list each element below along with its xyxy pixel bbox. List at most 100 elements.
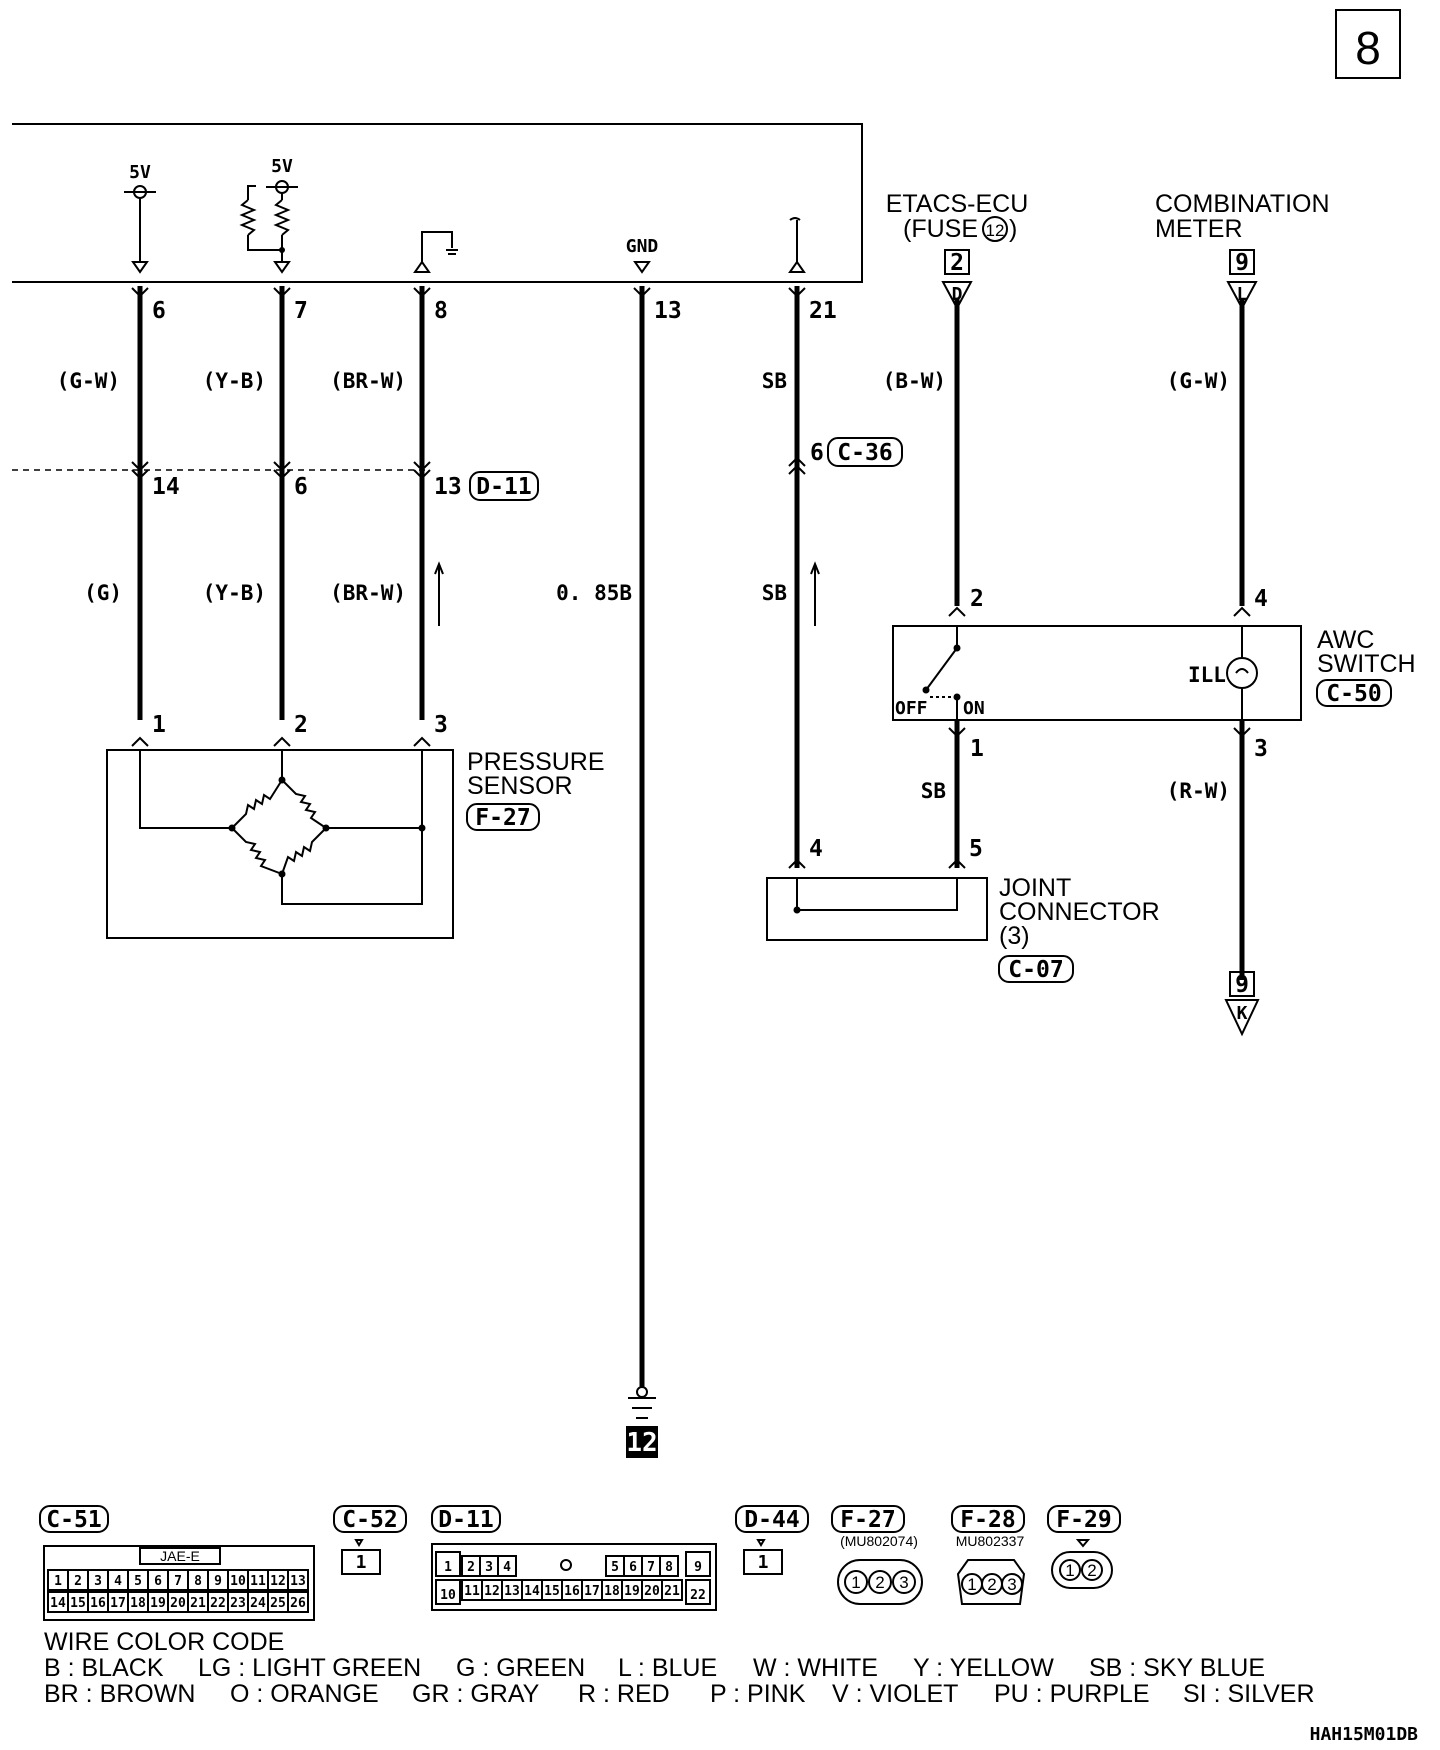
d11-cell bbox=[659, 1555, 679, 1577]
d11-pin-number: 8 bbox=[665, 1560, 673, 1575]
svg-text:OFF: OFF bbox=[895, 698, 928, 719]
c51-pin-number: 23 bbox=[230, 1596, 246, 1611]
d11-pin-number: 11 bbox=[464, 1584, 480, 1599]
c51-pin-number: 19 bbox=[150, 1596, 166, 1611]
svg-text:9: 9 bbox=[1235, 972, 1249, 998]
c51-pin-number: 2 bbox=[74, 1574, 82, 1589]
c51-pin-number: 13 bbox=[290, 1574, 306, 1589]
d11-pin-number: 16 bbox=[564, 1584, 580, 1599]
d11-cell bbox=[661, 1579, 683, 1601]
svg-text:BR : BROWN: BR : BROWN bbox=[44, 1680, 195, 1708]
d11-cell bbox=[435, 1579, 461, 1605]
chassis-ground-symbol bbox=[413, 231, 458, 273]
svg-text:B : BLACK: B : BLACK bbox=[44, 1654, 164, 1682]
d11-cell bbox=[685, 1579, 711, 1605]
svg-text:4: 4 bbox=[1254, 586, 1268, 612]
wire-color-br-w: (BR-W) bbox=[330, 369, 406, 393]
svg-text:5V: 5V bbox=[129, 162, 151, 183]
c51-pin-number: 20 bbox=[170, 1596, 186, 1611]
d11-cell bbox=[435, 1551, 461, 1577]
pin-3: 3 bbox=[434, 712, 448, 738]
f29-pin bbox=[1081, 1559, 1103, 1581]
svg-text:F-27: F-27 bbox=[840, 1507, 895, 1533]
svg-text:(B-W): (B-W) bbox=[883, 369, 946, 393]
c51-pin-number: 26 bbox=[290, 1596, 306, 1611]
d11-pin-number: 15 bbox=[544, 1584, 560, 1599]
svg-text:C-50: C-50 bbox=[1326, 681, 1381, 707]
svg-text:12: 12 bbox=[626, 1428, 657, 1458]
svg-text:SB : SKY BLUE: SB : SKY BLUE bbox=[1089, 1654, 1265, 1682]
svg-text:3: 3 bbox=[1254, 736, 1268, 762]
awc-switch: OFF ON ILL AWC SWITCH C-50 1 3 SB (R-W) bbox=[892, 625, 1416, 803]
pin-1: 1 bbox=[152, 712, 166, 738]
d11-pin-number: 4 bbox=[503, 1560, 511, 1575]
c51-pin-number: 24 bbox=[250, 1596, 266, 1611]
svg-text:PRESSURE: PRESSURE bbox=[467, 748, 605, 776]
c51-pin-number: 1 bbox=[54, 1574, 62, 1589]
page-number: 8 bbox=[1335, 9, 1401, 79]
svg-text:5: 5 bbox=[969, 836, 983, 862]
wire-lines bbox=[137, 286, 1245, 1388]
c51-cell bbox=[287, 1569, 309, 1591]
wire-color-085b: 0. 85B bbox=[556, 581, 632, 605]
svg-text:9: 9 bbox=[1235, 250, 1249, 276]
d11-pin-number: 5 bbox=[611, 1560, 619, 1575]
c51-pin-number: 21 bbox=[190, 1596, 206, 1611]
svg-text:METER: METER bbox=[1155, 215, 1243, 243]
gnd-terminal: GND bbox=[626, 236, 658, 274]
connector-c-52: C-52 1 bbox=[333, 1505, 407, 1575]
5v-source-a: 5V bbox=[124, 162, 156, 274]
f27-pin bbox=[868, 1570, 892, 1594]
c51-pin-number: 9 bbox=[214, 1574, 222, 1589]
svg-text:ILL: ILL bbox=[1188, 663, 1226, 687]
pin-21: 21 bbox=[809, 298, 837, 324]
svg-text:5V: 5V bbox=[271, 156, 293, 177]
svg-text:ON: ON bbox=[963, 698, 985, 719]
f28-pin bbox=[1001, 1573, 1023, 1595]
reference-k: 9 K bbox=[1224, 971, 1260, 1037]
etacs-ecu-source: ETACS-ECU (FUSE 12 ) 2 D (B-W) 2 bbox=[883, 190, 1029, 612]
svg-text:AWC: AWC bbox=[1317, 626, 1374, 654]
f29-pin-number: 1 bbox=[1065, 1561, 1074, 1580]
c51-pin-number: 12 bbox=[270, 1574, 286, 1589]
svg-text:PU : PURPLE: PU : PURPLE bbox=[994, 1680, 1150, 1708]
svg-text:C-52: C-52 bbox=[342, 1507, 397, 1533]
joint-connector: 4 5 JOINT CONNECTOR (3) C-07 bbox=[766, 836, 1160, 983]
connector-ticks bbox=[131, 287, 1251, 869]
pin-2: 2 bbox=[294, 712, 308, 738]
c51-pin-number: 17 bbox=[110, 1596, 126, 1611]
connector-d-11-label: D-11 bbox=[469, 471, 539, 501]
connector-d-44: D-44 1 bbox=[735, 1505, 809, 1575]
wire-color-g-w: (G-W) bbox=[57, 369, 120, 393]
svg-text:WIRE COLOR CODE: WIRE COLOR CODE bbox=[44, 1628, 284, 1656]
c51-cell bbox=[287, 1591, 309, 1613]
d11-pin-number: 3 bbox=[485, 1560, 493, 1575]
wire-color-sb: SB bbox=[762, 369, 787, 393]
svg-text:L: L bbox=[1237, 284, 1248, 305]
c51-pin-number: 16 bbox=[90, 1596, 106, 1611]
svg-text:D-11: D-11 bbox=[476, 474, 531, 500]
svg-text:2: 2 bbox=[950, 250, 964, 276]
connector-c-36-label: C-36 bbox=[827, 437, 903, 467]
f28-pin-number: 1 bbox=[967, 1575, 976, 1594]
d11-pin-number: 10 bbox=[440, 1588, 456, 1603]
svg-text:V : VIOLET: V : VIOLET bbox=[832, 1680, 958, 1708]
d11-cell bbox=[497, 1555, 517, 1577]
svg-text:JOINT: JOINT bbox=[999, 874, 1071, 902]
c51-pin-number: 18 bbox=[130, 1596, 146, 1611]
svg-text:P : PINK: P : PINK bbox=[710, 1680, 806, 1708]
d11-pin-number: 9 bbox=[694, 1560, 702, 1575]
f27-pin-number: 1 bbox=[851, 1573, 860, 1592]
f28-pin-number: 2 bbox=[987, 1575, 996, 1594]
c51-pin-number: 15 bbox=[70, 1596, 86, 1611]
pin-8: 8 bbox=[434, 298, 448, 324]
svg-text:CONNECTOR: CONNECTOR bbox=[999, 898, 1160, 926]
svg-text:L : BLUE: L : BLUE bbox=[618, 1654, 717, 1682]
svg-text:SB: SB bbox=[921, 779, 946, 803]
combination-meter-source: COMBINATION METER 9 L (G-W) 4 bbox=[1155, 190, 1330, 612]
c51-pin-number: 6 bbox=[154, 1574, 162, 1589]
